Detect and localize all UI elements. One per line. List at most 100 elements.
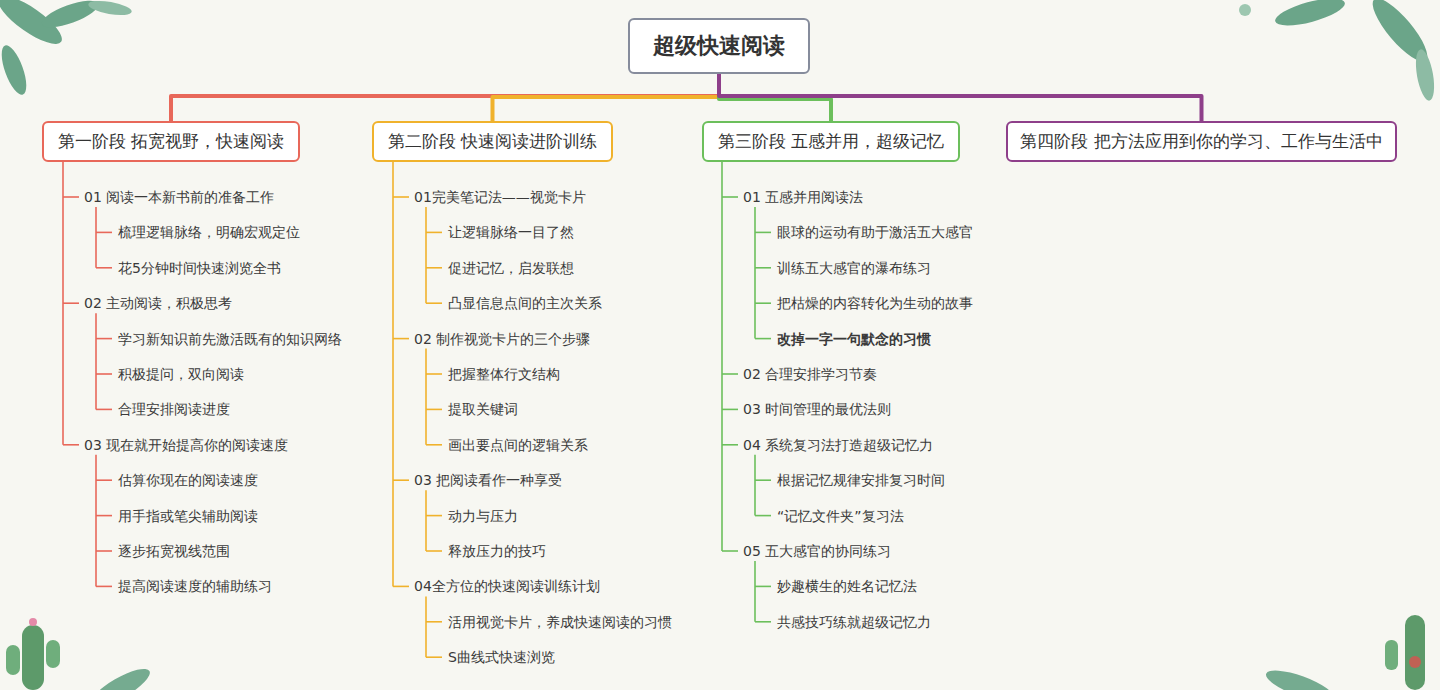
section-item: 02 合理安排学习节奏 <box>743 365 877 383</box>
tree-line <box>426 656 442 658</box>
node-text: 第二阶段 快速阅读进阶训练 <box>388 130 597 153</box>
leaf-decoration <box>0 0 133 98</box>
tree-line <box>425 207 427 303</box>
section-item: 02 制作视觉卡片的三个步骤 <box>414 330 590 348</box>
tree-line <box>722 196 738 198</box>
tree-line <box>755 267 771 269</box>
tree-line <box>722 409 738 411</box>
sub-item: 提高阅读速度的辅助练习 <box>118 577 272 595</box>
tree-line <box>755 479 771 481</box>
stage-box: 第三阶段 五感并用，超级记忆 <box>702 121 960 162</box>
sub-item: 合理安排阅读进度 <box>118 400 230 418</box>
stage-box: 第一阶段 拓宽视野，快速阅读 <box>42 121 300 162</box>
sub-item: 梳理逻辑脉络，明确宏观定位 <box>118 223 300 241</box>
tree-line <box>96 515 112 517</box>
sub-item: 动力与压力 <box>448 507 518 525</box>
sub-item: 估算你现在的阅读速度 <box>118 471 258 489</box>
sub-item: 共感技巧练就超级记忆力 <box>777 613 931 631</box>
sub-item: 用手指或笔尖辅助阅读 <box>118 507 258 525</box>
sub-item: 活用视觉卡片，养成快速阅读的习惯 <box>448 613 672 631</box>
tree-line <box>95 313 97 409</box>
tree-line <box>721 162 723 551</box>
tree-line <box>96 338 112 340</box>
sub-item: 逐步拓宽视线范围 <box>118 542 230 560</box>
leaf-decoration <box>1239 0 1437 102</box>
stage-box: 第二阶段 快速阅读进阶训练 <box>372 121 613 162</box>
sub-item: 训练五大感官的瀑布练习 <box>777 259 931 277</box>
sub-item: 画出要点间的逻辑关系 <box>448 436 588 454</box>
tree-line <box>755 302 771 304</box>
section-item: 04全方位的快速阅读训练计划 <box>414 577 600 595</box>
tree-line <box>754 207 756 339</box>
branch-connector <box>171 74 719 121</box>
tree-line <box>96 550 112 552</box>
sub-item: 让逻辑脉络一目了然 <box>448 223 574 241</box>
tree-line <box>755 515 771 517</box>
tree-line <box>96 586 112 588</box>
tree-lines <box>63 162 771 657</box>
sub-item: 妙趣横生的姓名记忆法 <box>777 577 917 595</box>
tree-line <box>393 586 409 588</box>
tree-line <box>96 409 112 411</box>
root-topic-box: 超级快速阅读 <box>628 18 810 74</box>
tree-line <box>754 455 756 516</box>
tree-line <box>392 162 394 586</box>
tree-line <box>722 373 738 375</box>
sub-item: 提取关键词 <box>448 400 518 418</box>
tree-line <box>755 621 771 623</box>
section-item: 02 主动阅读，积极思考 <box>84 294 232 312</box>
section-item: 03 时间管理的最优法则 <box>743 400 891 418</box>
sub-item: 把枯燥的内容转化为生动的故事 <box>777 294 973 312</box>
node-text: 第一阶段 拓宽视野，快速阅读 <box>58 130 284 153</box>
tree-line <box>96 232 112 234</box>
tree-line <box>425 490 427 551</box>
tree-line <box>426 267 442 269</box>
tree-line <box>96 267 112 269</box>
tree-line <box>426 232 442 234</box>
sub-item: “记忆文件夹”复习法 <box>777 507 904 525</box>
tree-line <box>754 561 756 622</box>
tree-line <box>426 373 442 375</box>
tree-line <box>425 596 427 657</box>
section-item: 03 把阅读看作一种享受 <box>414 471 562 489</box>
sub-item: 释放压力的技巧 <box>448 542 546 560</box>
tree-line <box>426 515 442 517</box>
tree-line <box>425 349 427 445</box>
tree-line <box>95 455 97 587</box>
sub-item: 学习新知识前先激活既有的知识网络 <box>118 330 342 348</box>
sub-item: 凸显信息点间的主次关系 <box>448 294 602 312</box>
sub-item: S曲线式快速浏览 <box>448 648 555 666</box>
edge-group <box>171 74 1202 121</box>
tree-line <box>722 444 738 446</box>
section-item: 04 系统复习法打造超级记忆力 <box>743 436 933 454</box>
sub-item: 改掉一字一句默念的习惯 <box>777 330 931 348</box>
tree-line <box>393 196 409 198</box>
sub-item: 积极提问，双向阅读 <box>118 365 244 383</box>
tree-line <box>426 621 442 623</box>
tree-line <box>426 444 442 446</box>
tree-line <box>96 373 112 375</box>
tree-line <box>426 302 442 304</box>
node-text: 第三阶段 五感并用，超级记忆 <box>718 130 944 153</box>
section-item: 05 五大感官的协同练习 <box>743 542 891 560</box>
branch-connector <box>493 74 720 121</box>
section-item: 03 现在就开始提高你的阅读速度 <box>84 436 288 454</box>
cactus-decoration <box>1263 615 1425 690</box>
stage-box: 第四阶段 把方法应用到你的学习、工作与生活中 <box>1006 121 1397 162</box>
tree-line <box>63 444 79 446</box>
sub-item: 眼球的运动有助于激活五大感官 <box>777 223 973 241</box>
sub-item: 根据记忆规律安排复习时间 <box>777 471 945 489</box>
tree-line <box>722 550 738 552</box>
cactus-decoration <box>6 618 154 690</box>
sub-item: 促进记忆，启发联想 <box>448 259 574 277</box>
tree-line <box>755 586 771 588</box>
tree-line <box>63 302 79 304</box>
section-item: 01 阅读一本新书前的准备工作 <box>84 188 274 206</box>
tree-line <box>96 479 112 481</box>
tree-line <box>426 409 442 411</box>
node-text: 超级快速阅读 <box>653 31 785 61</box>
branch-connector <box>719 74 1202 121</box>
tree-line <box>755 338 771 340</box>
section-item: 01完美笔记法——视觉卡片 <box>414 188 586 206</box>
tree-line <box>63 196 79 198</box>
